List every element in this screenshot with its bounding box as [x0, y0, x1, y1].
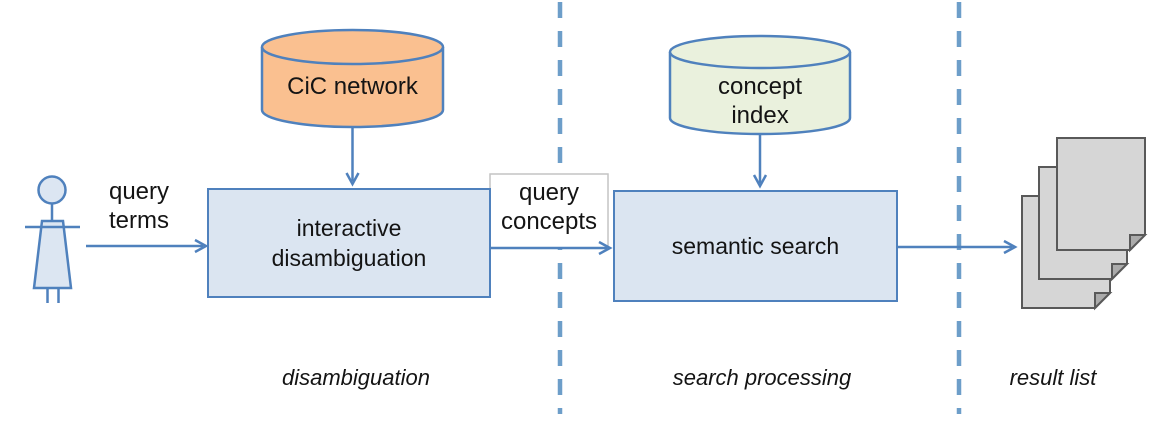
concept-index-label-line2: index — [731, 102, 789, 129]
concept-index-store-shape — [668, 34, 852, 136]
concept-index-store-label: concept index — [670, 61, 850, 141]
disambiguation-label-line2: disambiguation — [271, 245, 427, 271]
disambiguation-label-line1: interactive — [296, 214, 402, 241]
result-documents-icon — [1021, 137, 1148, 311]
arrow-search-to-results — [898, 239, 1018, 255]
semantic-search-process-box: semantic search — [613, 190, 898, 302]
document-page-front — [1056, 137, 1148, 253]
user-figure-icon — [25, 175, 80, 303]
cic-network-store-shape — [260, 28, 445, 129]
query-terms-edge-label: query terms — [88, 177, 190, 235]
semantic-search-label: semantic search — [671, 232, 840, 259]
phase-label-result-list: result list — [1009, 365, 1097, 390]
query-terms-line2: terms — [109, 207, 169, 234]
arrow-cic-to-disambiguation — [345, 127, 360, 187]
cic-network-store-label: CiC network — [262, 47, 443, 127]
phase-label-disambiguation: disambiguation — [282, 365, 430, 390]
arrow-index-to-search — [752, 134, 768, 189]
disambiguation-process-box: interactive disambiguation — [207, 188, 491, 298]
query-concepts-edge-label: query concepts — [490, 178, 608, 236]
arrow-user-to-disambiguation — [86, 238, 209, 254]
phase-label-search-processing: search processing — [672, 365, 852, 390]
query-terms-line1: query — [108, 178, 170, 205]
arrow-disambiguation-to-search — [491, 240, 613, 256]
query-concepts-line1: query — [518, 179, 580, 206]
query-concepts-line2: concepts — [500, 208, 598, 235]
cic-network-label-text: CiC network — [287, 73, 418, 101]
concept-index-label-line1: concept — [717, 72, 803, 100]
